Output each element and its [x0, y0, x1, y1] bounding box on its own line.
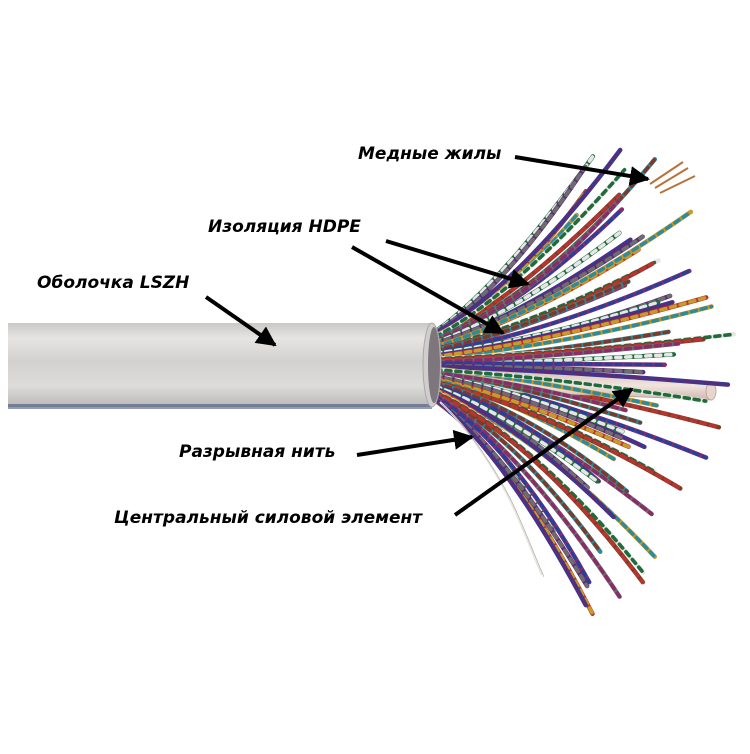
twisted-pair-strand-twist [434, 380, 683, 491]
ripcord-thread [439, 401, 545, 578]
twisted-pair-strand-twist [434, 352, 676, 367]
arrow-copper-wires [514, 155, 650, 186]
twisted-pair-strand-twist [434, 384, 599, 484]
label-ripcord: Разрывная нить [179, 442, 336, 462]
arrow-ripcord [356, 429, 474, 457]
label-copper-wires: Медные жилы [358, 144, 502, 164]
twisted-pair-strand-twist [434, 391, 645, 584]
cable-jacket [8, 322, 442, 409]
twisted-pair-strand-twist [434, 394, 592, 584]
twisted-pair-strand-twist [434, 374, 623, 440]
copper-wire-tip [654, 167, 689, 189]
twisted-pair-strand-twist [434, 269, 692, 354]
twisted-pair-strand-twist [434, 368, 708, 403]
twisted-pair-strand-twist [434, 371, 628, 412]
twisted-pair-strand-twist [434, 386, 616, 519]
twisted-pair-strand-twist [434, 279, 631, 352]
arrow-strength-member [453, 387, 634, 517]
callout-arrows [204, 155, 650, 517]
twisted-pair-strand-twist [434, 381, 629, 494]
arrow-insulation-lower [351, 245, 505, 335]
twisted-pair-strand-twist [434, 234, 645, 346]
twisted-pair-strand-twist [434, 210, 693, 349]
copper-wire-tip [649, 161, 684, 185]
label-strength-member: Центральный силовой элемент [114, 508, 423, 528]
arrow-insulation-upper [385, 239, 530, 289]
copper-wire-tip [659, 175, 696, 194]
label-jacket: Оболочка LSZH [37, 273, 190, 293]
label-insulation: Изоляция HDPE [208, 217, 361, 237]
twisted-pair-strand-twist [434, 148, 623, 336]
twisted-pair-strand-twist [434, 341, 681, 364]
twisted-pair-strand-twist [434, 361, 667, 367]
twisted-pair-strand-twist [434, 295, 709, 359]
arrow-jacket [204, 295, 277, 347]
twisted-pairs-front [433, 147, 737, 608]
twisted-pair-strand-twist [434, 364, 730, 387]
